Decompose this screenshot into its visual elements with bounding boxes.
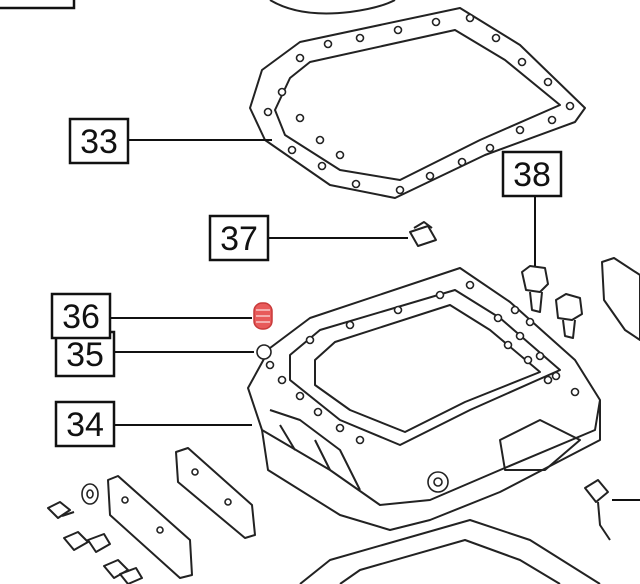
bolt-hole	[570, 387, 580, 397]
bolt-hole	[435, 290, 445, 300]
callout-33: 33	[68, 117, 130, 165]
housing-34	[247, 267, 601, 531]
bolt-hole	[355, 33, 365, 43]
bolt-hole	[515, 331, 525, 341]
callout-38-label: 38	[513, 156, 551, 194]
bolt-hole	[277, 375, 287, 385]
bolt-hole	[503, 340, 513, 350]
bolt-hole	[465, 13, 475, 23]
bolt-hole	[523, 355, 533, 365]
bolt-hole	[543, 77, 553, 87]
bolt-hole	[393, 305, 403, 315]
callout-35-label: 35	[66, 336, 104, 374]
bolts-38	[521, 265, 583, 339]
bolt-hole	[547, 115, 557, 125]
bolt-hole	[425, 171, 435, 181]
ring-35	[256, 344, 272, 360]
lower-gasket-edge	[299, 519, 601, 584]
bolt-hole	[510, 305, 520, 315]
bolt-hole	[305, 335, 315, 345]
bolt-hole	[493, 313, 503, 323]
side-plates	[107, 447, 256, 579]
bolt-hole	[323, 39, 333, 49]
bolt-hole	[295, 391, 305, 401]
bolt-hole	[431, 17, 441, 27]
bolt-hole	[335, 150, 345, 160]
callout-37-label: 37	[220, 220, 258, 258]
callout-35: 35	[54, 330, 116, 378]
bolt-hole	[315, 135, 325, 145]
partial-callout-box	[0, 0, 76, 10]
bolt-hole	[317, 161, 327, 171]
bolt-hole	[485, 143, 495, 153]
callout-37: 37	[208, 214, 270, 262]
callout-36-label: 36	[62, 298, 100, 336]
bolt-hole	[263, 107, 273, 117]
o-ring-36	[253, 302, 273, 330]
small-bolts	[47, 483, 143, 584]
bolt-hole	[525, 317, 535, 327]
bolt-hole	[395, 185, 405, 195]
bolt-hole	[351, 179, 361, 189]
bolt-hole	[565, 101, 575, 111]
upper-part-edge	[269, 0, 396, 15]
right-edge-part	[601, 257, 640, 341]
bolt-hole	[491, 33, 501, 43]
bolt-hole	[287, 145, 297, 155]
bolt-hole	[465, 280, 475, 290]
connector-part	[584, 479, 640, 541]
bolt-hole	[535, 351, 545, 361]
bolt-hole	[265, 360, 275, 370]
bolt-hole	[517, 57, 527, 67]
bolt-37	[409, 221, 437, 247]
callout-36: 36	[50, 292, 112, 340]
callout-34-label: 34	[66, 406, 104, 444]
bolt-hole	[393, 25, 403, 35]
bolt-hole	[295, 113, 305, 123]
bolt-hole	[457, 157, 467, 167]
bolt-hole	[345, 320, 355, 330]
bolt-hole	[313, 407, 323, 417]
callout-38: 38	[501, 150, 563, 198]
callout-34: 34	[54, 400, 116, 448]
bolt-hole	[551, 371, 561, 381]
gasket-33	[249, 7, 586, 199]
bolt-hole	[295, 53, 305, 63]
bolt-hole	[515, 125, 525, 135]
bolt-hole	[355, 435, 365, 445]
bolt-hole	[543, 375, 553, 385]
callout-33-label: 33	[80, 123, 118, 161]
bolt-hole	[335, 423, 345, 433]
bolt-hole	[277, 87, 287, 97]
